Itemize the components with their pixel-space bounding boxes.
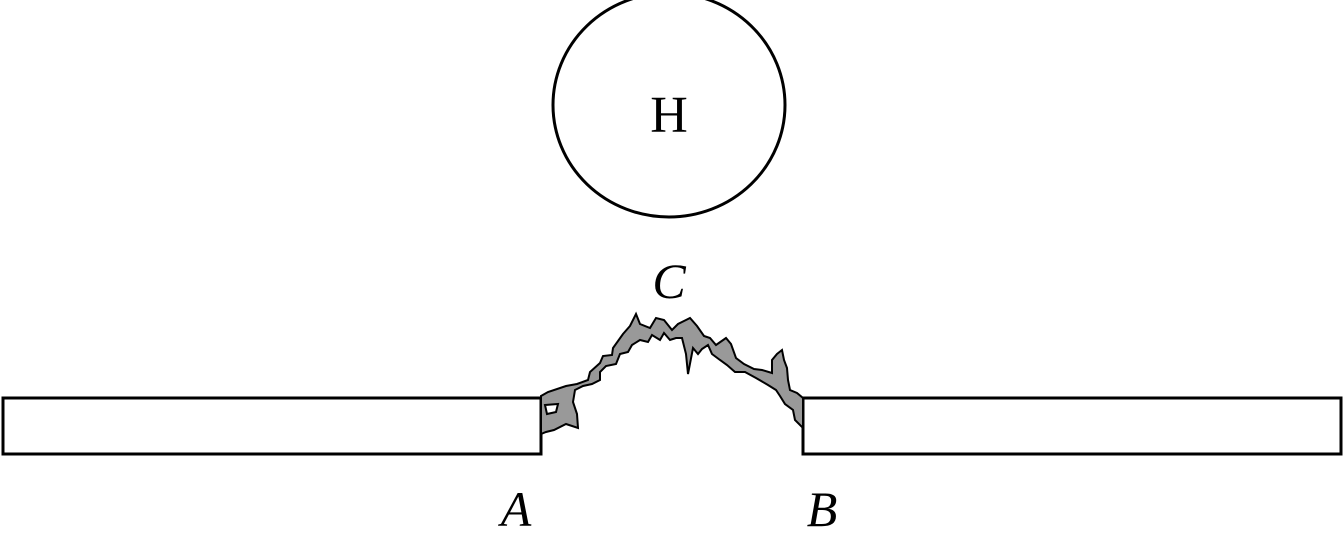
- right-slab: [801, 396, 1343, 456]
- debris-notch-a: [543, 402, 560, 416]
- point-b-label: B: [807, 481, 838, 537]
- circle-shape: [551, 0, 787, 219]
- point-c-label: C: [652, 253, 686, 309]
- debris-arch: [540, 311, 804, 436]
- circle-h-label: H: [650, 87, 688, 144]
- left-slab: [1, 396, 543, 456]
- circle-h: H: [551, 0, 787, 219]
- point-a-label: A: [498, 481, 532, 537]
